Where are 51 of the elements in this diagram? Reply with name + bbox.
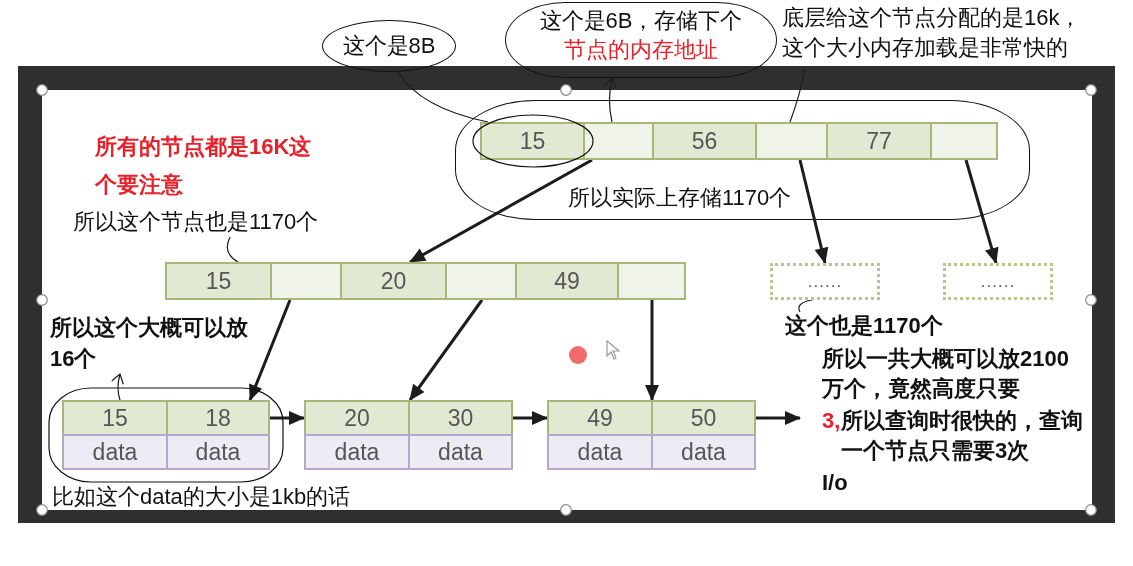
key-cell: 15 — [165, 262, 272, 300]
annotation-text: 所以这个节点也是1170个 — [73, 207, 319, 237]
arrow — [270, 411, 305, 425]
key-cell: 77 — [826, 122, 932, 160]
key-cell: 15 — [62, 400, 168, 436]
key-cell: 49 — [547, 400, 653, 436]
pointer-cell — [755, 122, 828, 160]
key-cell: 50 — [651, 400, 756, 436]
annotation-text: I/o — [822, 469, 848, 497]
key-cell: 49 — [515, 262, 619, 300]
placeholder-node: ...... — [770, 263, 880, 300]
annotation-text: 所有的节点都是16K这个要注意 — [95, 133, 313, 199]
arrow — [248, 299, 292, 401]
pointer-cell — [930, 122, 998, 160]
annotation-text: 这个是6B，存储下个 — [539, 7, 743, 34]
arrow — [409, 158, 593, 264]
arrow — [798, 159, 829, 264]
annotation-text: 3, — [822, 407, 841, 435]
annotation-text: 所以实际上存储1170个 — [568, 184, 792, 212]
key-cell: 56 — [652, 122, 757, 160]
key-cell: 30 — [408, 400, 513, 436]
key-cell: 20 — [340, 262, 447, 300]
annotation-text: 所以一共大概可以放2100万个，竟然高度只要 — [822, 345, 1070, 403]
annotation-text: 底层给这个节点分配的是16k，这个大小内存加载是非常快的 — [782, 3, 1092, 69]
key-cell: 15 — [480, 122, 585, 160]
key-cell: 18 — [166, 400, 270, 436]
pointer-cell — [270, 262, 342, 300]
pointer-cell — [583, 122, 654, 160]
arrow — [964, 159, 999, 264]
arrow — [645, 300, 659, 401]
arrow — [756, 411, 801, 425]
placeholder-node: ...... — [943, 263, 1053, 300]
annotation-text: 所以这个大概可以放16个 — [50, 312, 255, 374]
index-node — [480, 122, 998, 160]
annotation-text: 这个也是1170个 — [785, 312, 943, 340]
index-node — [165, 262, 686, 300]
pointer-cell — [445, 262, 517, 300]
leader-line — [603, 77, 617, 123]
annotation-text: 节点的内存地址 — [564, 36, 718, 63]
leader-line — [798, 299, 813, 313]
annotation-text: 比如这个data的大小是1kb的话 — [52, 484, 351, 510]
annotation-text: 所以查询时很快的，查询一个节点只需要3次 — [841, 407, 1084, 465]
leader-line — [789, 68, 806, 123]
pointer-cell — [617, 262, 686, 300]
arrow — [408, 299, 484, 401]
leader-line — [226, 236, 239, 263]
key-cell: 20 — [304, 400, 410, 436]
arrow — [513, 411, 548, 425]
leader-line — [397, 71, 489, 123]
annotation-text: 这个是8B — [342, 32, 436, 60]
leader-line — [111, 373, 125, 401]
